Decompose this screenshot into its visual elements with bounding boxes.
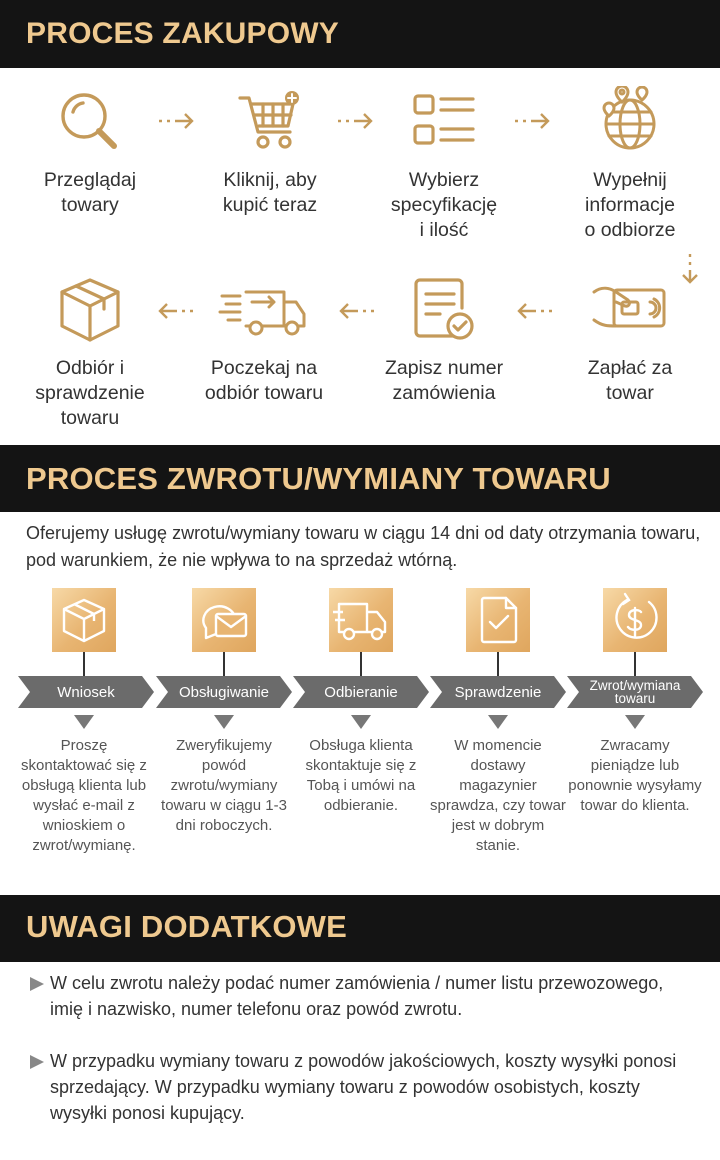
box-icon bbox=[62, 598, 106, 643]
triangle-right-icon bbox=[30, 1055, 44, 1069]
list-icon bbox=[413, 94, 475, 145]
refund-dollar-icon bbox=[615, 592, 658, 639]
return-step-tag-label: Zwrot/wymiana towaru bbox=[589, 678, 681, 706]
note-text: W celu zwrotu należy podać numer zamówie… bbox=[50, 973, 664, 1019]
purchase-step-label: Kliknij, aby kupić teraz bbox=[222, 169, 318, 216]
return-step-tag-label: Wniosek bbox=[57, 683, 115, 701]
return-step-tag: Obsługiwanie bbox=[156, 676, 292, 708]
arrow-left-icon bbox=[517, 303, 552, 319]
package-box-icon bbox=[60, 278, 120, 342]
arrow-right-icon bbox=[338, 113, 373, 129]
return-step-tag-label: Odbieranie bbox=[324, 683, 398, 701]
purchase-step-specs: Wybierz specyfikację i ilość bbox=[364, 86, 524, 243]
purchase-section-title: PROCES ZAKUPOWY bbox=[26, 17, 340, 50]
purchase-section-header: PROCES ZAKUPOWY bbox=[0, 0, 720, 68]
return-step-icon bbox=[329, 588, 393, 652]
purchase-step-browse: Przeglądaj towary bbox=[10, 86, 170, 218]
triangle-down-icon bbox=[214, 715, 234, 729]
note-item: W celu zwrotu należy podać numer zamówie… bbox=[26, 970, 696, 1022]
magnifier-icon bbox=[61, 93, 117, 149]
document-check-icon bbox=[414, 278, 474, 340]
card-payment-icon bbox=[592, 286, 666, 328]
purchase-step-label: Zapłać za towar bbox=[587, 357, 673, 404]
notes-section-header: UWAGI DODATKOWE bbox=[0, 895, 720, 962]
triangle-down-icon bbox=[488, 715, 508, 729]
return-step-tag: Zwrot/wymiana towaru bbox=[567, 676, 703, 708]
purchase-step-pay: Zapłać za towar bbox=[550, 274, 710, 406]
triangle-down-icon bbox=[351, 715, 371, 729]
globe-location-icon bbox=[602, 86, 656, 150]
purchase-step-label: Przeglądaj towary bbox=[43, 169, 137, 216]
returns-section-title: PROCES ZWROTU/WYMIANY TOWARU bbox=[26, 461, 611, 496]
return-step-description: W momencie dostawy magazynier sprawdza, … bbox=[430, 737, 566, 854]
returns-intro-text: Oferujemy usługę zwrotu/wymiany towaru w… bbox=[26, 523, 701, 570]
purchase-step-buy: Kliknij, aby kupić teraz bbox=[190, 86, 350, 218]
purchase-step-label: Wypełnij informacje o odbiorze bbox=[584, 169, 676, 241]
return-step-icon bbox=[52, 588, 116, 652]
note-text: W przypadku wymiany towaru z powodów jak… bbox=[50, 1051, 677, 1123]
document-check-icon bbox=[480, 596, 518, 644]
return-step-description: Obsługa klienta skontaktuje się z Tobą i… bbox=[305, 737, 417, 814]
truck-icon bbox=[333, 602, 387, 641]
delivery-truck-icon bbox=[218, 290, 306, 336]
mail-chat-icon bbox=[202, 605, 248, 640]
purchase-step-address: Wypełnij informacje o odbiorze bbox=[550, 86, 710, 243]
arrow-right-icon bbox=[515, 113, 550, 129]
arrow-left-icon bbox=[339, 303, 374, 319]
return-step-tag-label: Sprawdzenie bbox=[454, 683, 542, 701]
return-step-description: Zweryfikujemy powód zwrotu/wymiany towar… bbox=[161, 737, 287, 834]
purchase-step-label: Wybierz specyfikację i ilość bbox=[390, 169, 498, 241]
purchase-step-label: Zapisz numer zamówienia bbox=[384, 357, 504, 404]
return-step-icon bbox=[192, 588, 256, 652]
triangle-down-icon bbox=[625, 715, 645, 729]
arrow-down-icon bbox=[682, 254, 698, 284]
note-item: W przypadku wymiany towaru z powodów jak… bbox=[26, 1048, 696, 1126]
purchase-step-label: Poczekaj na odbiór towaru bbox=[204, 357, 324, 404]
shopping-cart-icon bbox=[238, 91, 299, 149]
triangle-right-icon bbox=[30, 977, 44, 991]
return-step-tag-label: Obsługiwanie bbox=[178, 683, 270, 701]
return-step-tag: Odbieranie bbox=[293, 676, 429, 708]
purchase-step-label: Odbiór i sprawdzenie towaru bbox=[35, 357, 145, 429]
return-step-description: Zwracamy pieniądze lub ponownie wysyłamy… bbox=[568, 737, 702, 814]
return-step-tag: Sprawdzenie bbox=[430, 676, 566, 708]
return-step-icon bbox=[603, 588, 667, 652]
arrow-left-icon bbox=[158, 303, 193, 319]
triangle-down-icon bbox=[74, 715, 94, 729]
purchase-step-wait: Poczekaj na odbiór towaru bbox=[184, 274, 344, 406]
return-step-icon bbox=[466, 588, 530, 652]
purchase-step-receive: Odbiór i sprawdzenie towaru bbox=[10, 274, 170, 431]
returns-section-header: PROCES ZWROTU/WYMIANY TOWARU bbox=[0, 445, 720, 512]
purchase-step-save-number: Zapisz numer zamówienia bbox=[364, 274, 524, 406]
purchase-panel bbox=[0, 68, 720, 445]
arrow-right-icon bbox=[159, 113, 194, 129]
notes-section-title: UWAGI DODATKOWE bbox=[26, 909, 348, 944]
return-step-tag: Wniosek bbox=[18, 676, 154, 708]
return-step-description: Proszę skontaktować się z obsługą klient… bbox=[21, 737, 147, 854]
notes-panel bbox=[0, 962, 720, 1160]
